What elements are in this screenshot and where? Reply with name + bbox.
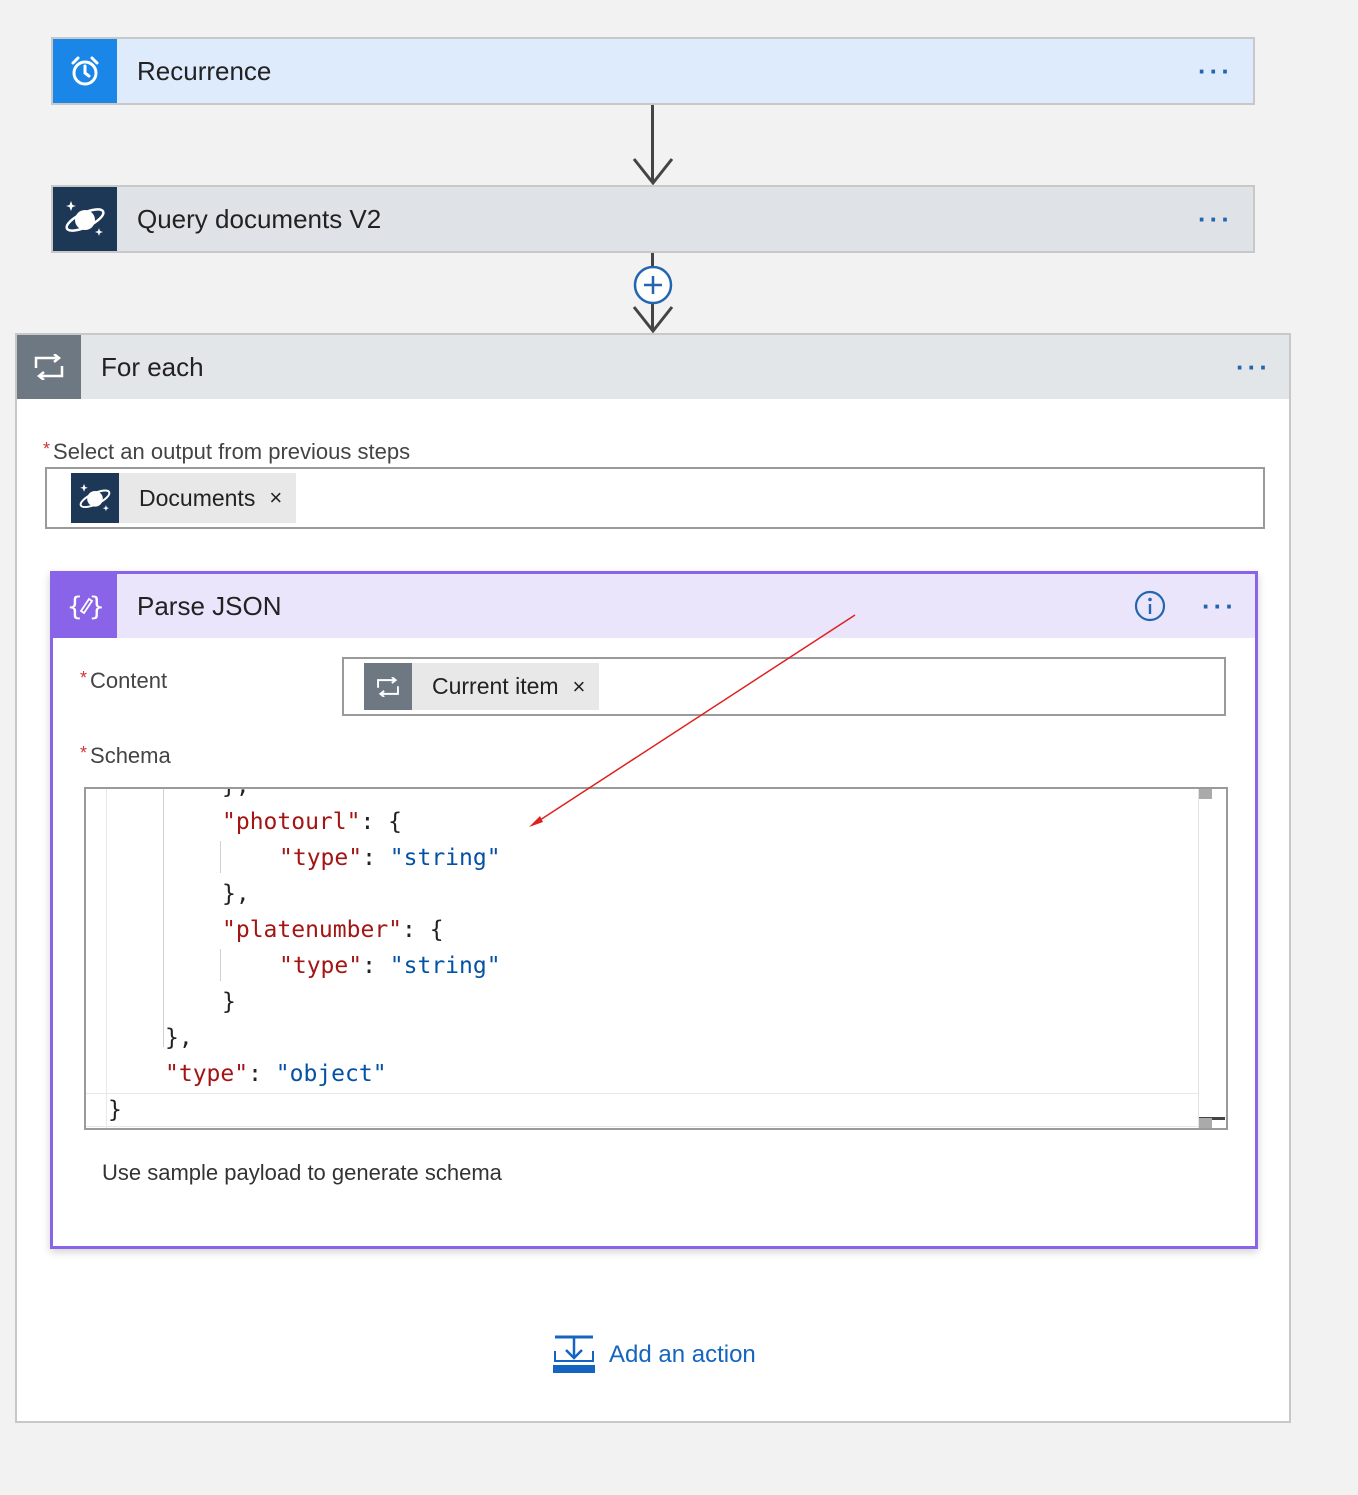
alarm-clock-icon [53, 39, 117, 103]
schema-code-editor[interactable]: },"photourl": {"type": "string"},"platen… [84, 787, 1228, 1130]
info-icon[interactable] [1134, 590, 1166, 622]
step-title: Query documents V2 [137, 203, 382, 234]
output-label-text: Select an output from previous steps [53, 439, 411, 464]
json-key: "type" [279, 845, 363, 871]
output-select-input[interactable]: Documents × [45, 467, 1265, 529]
json-string-value: "string" [389, 953, 501, 979]
more-options-button[interactable]: ··· [1236, 351, 1271, 382]
editor-scrollbar[interactable] [1198, 789, 1226, 1128]
json-separator: : [362, 845, 390, 871]
parse-json-header[interactable]: { } Parse JSON ··· [53, 574, 1255, 638]
connector-arrowhead-icon [632, 158, 674, 186]
remove-token-button[interactable]: × [572, 673, 586, 699]
schema-label-text: Schema [90, 743, 171, 768]
remove-token-button[interactable]: × [269, 485, 283, 510]
for-each-step-card: For each ··· *Select an output from prev… [15, 333, 1291, 1423]
json-punctuation: : { [402, 917, 444, 943]
insert-step-plus-icon[interactable] [632, 266, 674, 306]
json-separator: : [362, 953, 390, 979]
json-string-value: "object" [275, 1061, 387, 1087]
json-key: "photourl" [222, 809, 361, 835]
cosmos-db-planet-icon [71, 473, 119, 523]
json-key: "type" [165, 1061, 249, 1087]
step-title: Parse JSON [137, 590, 282, 621]
token-label: Current item [432, 673, 559, 699]
connector-arrowhead-icon [632, 306, 674, 334]
svg-text:{: { [67, 592, 83, 622]
code-line: }, [222, 881, 250, 907]
documents-token[interactable]: Documents × [71, 473, 297, 523]
code-line: "platenumber": { [222, 917, 444, 943]
cosmos-db-planet-icon [53, 187, 117, 251]
token-label: Documents [139, 484, 256, 511]
query-documents-step-card[interactable]: Query documents V2 ··· [51, 185, 1255, 253]
json-braces-icon: { } [53, 574, 117, 638]
required-marker: * [43, 439, 51, 459]
json-key: "platenumber" [222, 917, 403, 943]
more-options-button[interactable]: ··· [1198, 203, 1233, 234]
connector-line [651, 105, 654, 181]
content-input[interactable]: Current item × [342, 657, 1226, 716]
json-punctuation: : { [360, 809, 403, 835]
json-separator: : [248, 1061, 276, 1087]
add-action-label: Add an action [609, 1341, 756, 1368]
more-options-button[interactable]: ··· [1198, 55, 1233, 86]
code-line: }, [165, 1025, 193, 1051]
scrollbar-marker [1199, 1117, 1225, 1120]
output-field-label: *Select an output from previous steps [43, 439, 410, 465]
scrollbar-thumb-bottom [1199, 1118, 1212, 1128]
json-string-value: "string" [389, 845, 501, 871]
sample-payload-link[interactable]: Use sample payload to generate schema [102, 1160, 502, 1185]
content-field-label: *Content [80, 668, 167, 694]
current-line-highlight [86, 1093, 1198, 1127]
required-marker: * [80, 743, 88, 763]
required-marker: * [80, 668, 88, 688]
code-line: }, [222, 789, 250, 799]
code-line: "photourl": { [222, 809, 402, 835]
add-action-button[interactable]: Add an action [553, 1335, 756, 1375]
step-title: Recurrence [137, 55, 272, 86]
editor-gutter [106, 789, 107, 1128]
parse-json-step-card: { } Parse JSON ··· *Content [50, 571, 1258, 1249]
code-line: } [108, 1097, 122, 1123]
code-line: "type": "string" [279, 845, 501, 871]
recurrence-step-card[interactable]: Recurrence ··· [51, 37, 1255, 105]
step-title: For each [101, 351, 204, 382]
json-key: "type" [279, 953, 363, 979]
for-each-header[interactable]: For each ··· [17, 335, 1289, 399]
loop-icon [364, 663, 412, 710]
code-line: "type": "string" [279, 953, 501, 979]
svg-text:}: } [89, 592, 105, 622]
indent-guide [220, 949, 221, 981]
indent-guide [163, 789, 164, 1047]
schema-field-label: *Schema [80, 743, 171, 769]
more-options-button[interactable]: ··· [1202, 590, 1237, 621]
current-item-token[interactable]: Current item × [364, 663, 600, 710]
indent-guide [220, 841, 221, 873]
scrollbar-thumb-top [1199, 789, 1212, 799]
loop-icon [17, 335, 81, 399]
content-label-text: Content [90, 668, 168, 693]
code-line: "type": "object" [165, 1061, 387, 1087]
add-action-icon [553, 1335, 595, 1373]
code-line: } [222, 989, 236, 1015]
